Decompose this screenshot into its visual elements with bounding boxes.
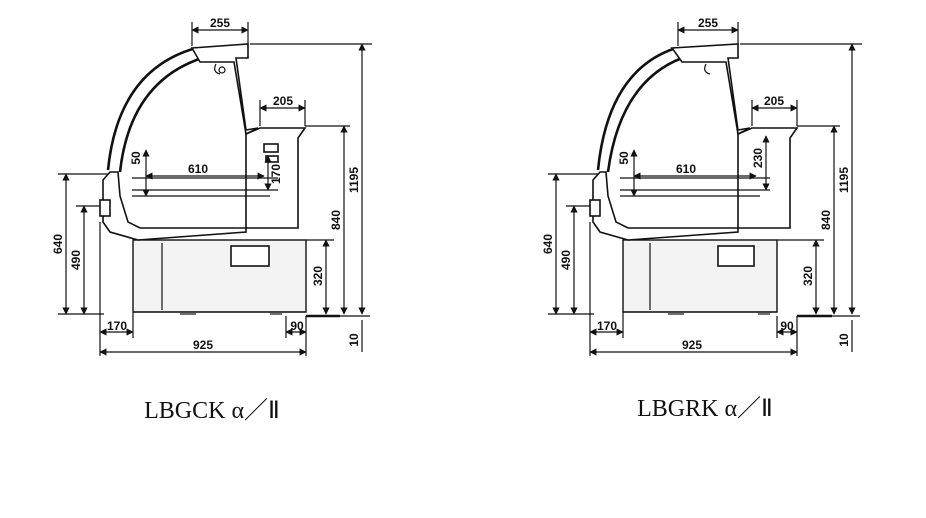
dimensions-right [548, 22, 862, 356]
dim-total-depth: 925 [193, 338, 213, 352]
diagram-left: 255 205 610 50 170 1195 840 320 640 490 … [51, 16, 372, 424]
caption-left: LBGCK α／Ⅱ [144, 398, 280, 424]
dimensions-left [58, 22, 372, 356]
display-case-outline-left [99, 43, 340, 318]
dim-top-width: 255 [698, 16, 718, 30]
dim-total-height: 1195 [837, 167, 851, 193]
front-glass-outer [106, 46, 197, 171]
dim-rear-shelf: 205 [273, 94, 293, 108]
base-cabinet [132, 239, 307, 313]
dim-counter-height: 840 [329, 210, 343, 230]
front-glass-inner [118, 56, 203, 173]
front-glass-inner [606, 56, 683, 173]
compressor-box [717, 245, 755, 267]
dim-counter-height: 840 [819, 210, 833, 230]
caption-right: LBGRK α／Ⅱ [637, 396, 773, 422]
dim-tray-height: 170 [269, 164, 283, 184]
dim-shelf-depth: 610 [676, 162, 696, 176]
tank-body [592, 127, 799, 241]
dim-foot: 10 [837, 333, 851, 347]
dim-base-height: 320 [311, 266, 325, 286]
dim-base-height: 320 [801, 266, 815, 286]
dim-rear-shelf: 205 [764, 94, 784, 108]
dim-shelf-height: 50 [617, 151, 631, 165]
display-case-outline-right [589, 43, 832, 318]
canopy [670, 43, 751, 136]
dim-tray-height: 230 [751, 148, 765, 168]
diagram-right: 255 205 610 50 230 1195 840 320 640 490 … [541, 16, 862, 422]
dim-front-height: 640 [541, 234, 555, 254]
dim-total-depth: 925 [682, 338, 702, 352]
dim-top-width: 255 [210, 16, 230, 30]
dim-front-lower: 490 [69, 250, 83, 270]
tank-body [102, 127, 307, 241]
dim-bottom-front: 170 [107, 319, 127, 333]
dim-bottom-rear: 90 [780, 319, 794, 333]
dim-shelf-height: 50 [129, 151, 143, 165]
compressor-box [230, 245, 270, 267]
canopy [190, 43, 259, 136]
dim-foot: 10 [347, 333, 361, 347]
dim-shelf-depth: 610 [188, 162, 208, 176]
dimension-labels-left: 255 205 610 50 170 1195 840 320 640 490 … [51, 16, 361, 352]
dim-front-lower: 490 [559, 250, 573, 270]
dim-total-height: 1195 [347, 167, 361, 193]
dim-bottom-front: 170 [597, 319, 617, 333]
dim-bottom-rear: 90 [290, 319, 304, 333]
dimension-labels-right: 255 205 610 50 230 1195 840 320 640 490 … [541, 16, 851, 352]
front-glass-outer [596, 46, 677, 171]
dim-front-height: 640 [51, 234, 65, 254]
